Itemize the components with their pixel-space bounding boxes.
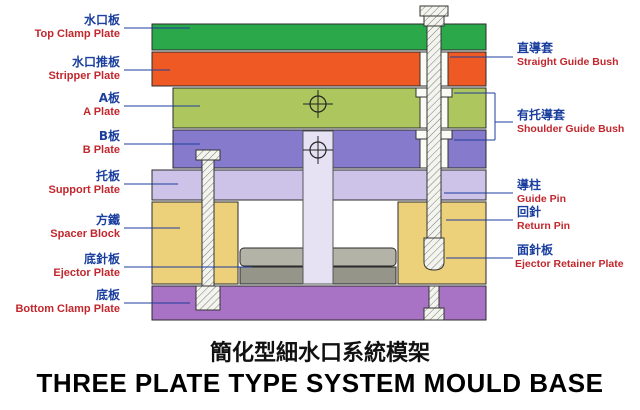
guide-pin-neck	[423, 15, 445, 27]
label-a-plate: A板 A Plate	[83, 90, 121, 118]
bottom-screw-head	[423, 307, 445, 321]
label-shoulder-guide-bush: 有托導套 Shoulder Guide Bush	[517, 107, 624, 135]
label-b-plate: B板 B Plate	[83, 128, 121, 156]
label-zh: 方鐵	[96, 212, 120, 227]
label-zh: B板	[99, 128, 121, 143]
label-return-pin: 回針 Return Pin	[517, 204, 570, 232]
label-en: A Plate	[83, 106, 120, 118]
guide-pin-group	[419, 5, 449, 271]
title-chinese: 簡化型細水口系統模架	[210, 340, 430, 366]
label-en: Straight Guide Bush	[517, 56, 619, 68]
return-pin-body	[423, 237, 445, 271]
label-zh: 水口推板	[72, 54, 121, 69]
label-zh: 底針板	[84, 251, 121, 266]
guide-pin-shaft	[426, 25, 442, 239]
label-zh: 直導套	[517, 40, 554, 55]
label-zh: 有托導套	[517, 107, 566, 122]
guide-pin-cap	[419, 5, 449, 17]
label-spacer-block: 方鐵 Spacer Block	[50, 212, 121, 240]
label-stripper-plate: 水口推板 Stripper Plate	[48, 54, 121, 82]
leader-lines-group	[124, 27, 513, 304]
label-guide-pin: 導柱 Guide Pin	[517, 177, 566, 205]
puller-bolt-group	[195, 149, 221, 311]
label-zh: 導柱	[517, 177, 541, 192]
label-en: Guide Pin	[517, 193, 566, 205]
title-group: 簡化型細水口系統模架 THREE PLATE TYPE SYSTEM MOULD…	[37, 340, 604, 398]
label-en: Ejector Plate	[53, 267, 120, 279]
label-zh: 回針	[517, 204, 541, 219]
puller-bolt-flange	[195, 149, 221, 161]
bottom-screw-shaft	[428, 285, 440, 309]
label-en: Ejector Retainer Plate	[515, 258, 624, 270]
label-straight-guide-bush: 直導套 Straight Guide Bush	[517, 40, 619, 68]
label-en: Return Pin	[517, 220, 570, 232]
label-zh: 托板	[96, 168, 121, 183]
labels-right-group: 直導套 Straight Guide Bush 有托導套 Shoulder Gu…	[515, 40, 624, 270]
label-zh: 底板	[96, 287, 121, 302]
label-zh: 水口板	[84, 12, 121, 27]
label-top-clamp-plate: 水口板 Top Clamp Plate	[35, 12, 121, 40]
label-support-plate: 托板 Support Plate	[48, 168, 121, 196]
labels-left-group: 水口板 Top Clamp Plate 水口推板 Stripper Plate …	[15, 12, 121, 315]
spacer-block-left	[151, 201, 239, 285]
label-en: Spacer Block	[50, 228, 121, 240]
title-english: THREE PLATE TYPE SYSTEM MOULD BASE	[37, 368, 604, 398]
label-zh: A板	[99, 90, 121, 105]
label-en: Bottom Clamp Plate	[15, 303, 120, 315]
label-en: Stripper Plate	[48, 70, 120, 82]
label-bottom-clamp-plate: 底板 Bottom Clamp Plate	[15, 287, 121, 315]
label-en: B Plate	[83, 144, 120, 156]
label-ejector-plate: 底針板 Ejector Plate	[53, 251, 121, 279]
center-marks-group	[303, 90, 333, 164]
label-zh: 面針板	[517, 242, 554, 257]
bottom-screw-group	[423, 285, 445, 321]
label-en: Support Plate	[48, 184, 120, 196]
puller-bolt-head	[195, 285, 221, 311]
label-ejector-retainer-plate: 面針板 Ejector Retainer Plate	[515, 242, 624, 270]
label-en: Top Clamp Plate	[35, 28, 120, 40]
label-en: Shoulder Guide Bush	[517, 123, 624, 135]
